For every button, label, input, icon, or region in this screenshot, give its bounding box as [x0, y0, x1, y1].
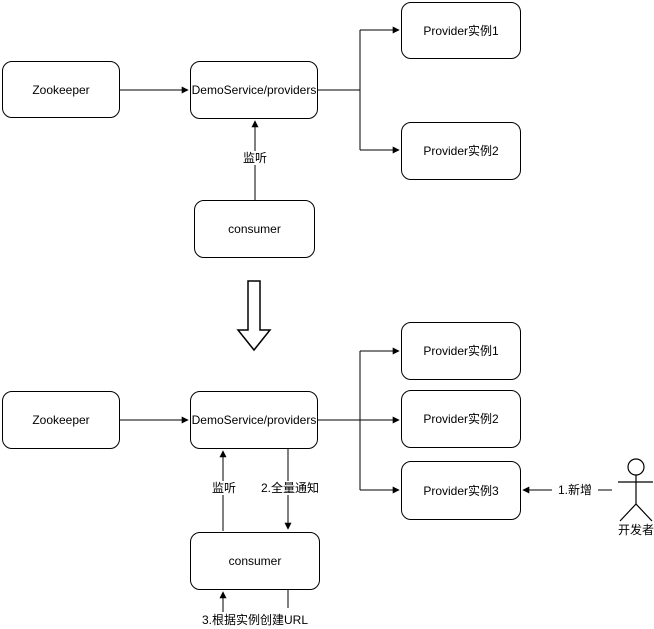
down-arrow-icon: [236, 280, 272, 352]
node-label: Provider实例1: [423, 344, 499, 358]
bottom-notify-edge-label: 2.全量通知: [258, 481, 322, 495]
node-label: DemoService/providers: [191, 83, 317, 97]
node-label: Zookeeper: [32, 413, 90, 427]
node-label: consumer: [228, 222, 281, 236]
developer-stick-figure-icon: [618, 458, 653, 522]
bottom-consumer-node: consumer: [190, 532, 320, 590]
node-label: Provider实例2: [423, 144, 499, 158]
top-provider2-node: Provider实例2: [401, 122, 521, 180]
node-label: DemoService/providers: [191, 413, 317, 427]
node-label: Provider实例3: [423, 483, 499, 498]
top-consumer-node: consumer: [194, 200, 315, 258]
bottom-provider2-node: Provider实例2: [401, 390, 521, 448]
top-registry-node: DemoService/providers: [190, 61, 318, 119]
bottom-listen-edge-label: 监听: [205, 481, 243, 495]
developer-label: 开发者: [617, 523, 654, 537]
top-provider1-node: Provider实例1: [401, 2, 521, 59]
bottom-zookeeper-node: Zookeeper: [2, 391, 120, 449]
top-zookeeper-node: Zookeeper: [2, 61, 120, 118]
top-listen-edge-label: 监听: [236, 151, 274, 165]
node-label: consumer: [228, 554, 282, 568]
bottom-provider1-node: Provider实例1: [401, 322, 521, 380]
developer-add-edge-label: 1.新增: [552, 483, 598, 497]
node-label: Zookeeper: [32, 82, 90, 97]
bottom-registry-node: DemoService/providers: [190, 391, 318, 449]
node-label: Provider实例1: [423, 23, 499, 38]
node-label: Provider实例2: [423, 412, 499, 426]
bottom-provider3-node: Provider实例3: [401, 461, 521, 520]
bottom-create-url-label: 3.根据实例创建URL: [201, 613, 308, 627]
